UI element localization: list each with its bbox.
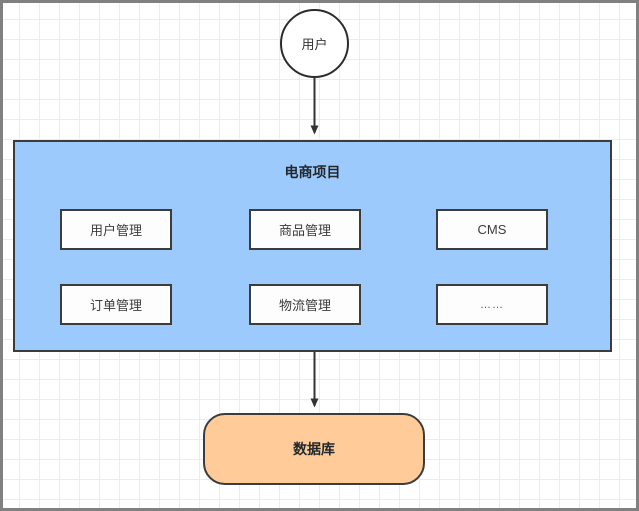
actor-user-label: 用户 [301, 37, 328, 52]
module-box-cms[interactable]: CMS [436, 209, 548, 250]
module-box-product-management[interactable]: 商品管理 [249, 209, 361, 250]
module-label: CMS [477, 222, 507, 237]
module-label: 用户管理 [89, 223, 142, 238]
datastore-database-label: 数据库 [293, 441, 335, 457]
module-label: 订单管理 [89, 298, 142, 313]
container-title: 电商项目 [284, 164, 341, 180]
datastore-database-node[interactable]: 数据库 [203, 413, 425, 485]
module-box-user-management[interactable]: 用户管理 [60, 209, 172, 250]
actor-user-node[interactable]: 用户 [280, 9, 349, 78]
module-label: 物流管理 [278, 298, 331, 313]
module-label: 商品管理 [278, 223, 331, 238]
module-box-order-management[interactable]: 订单管理 [60, 284, 172, 325]
module-box-logistics-management[interactable]: 物流管理 [249, 284, 361, 325]
module-box-more[interactable]: …… [436, 284, 548, 325]
module-label: …… [480, 298, 504, 311]
container-ecommerce-project[interactable]: 电商项目 用户管理 商品管理 CMS 订单管理 物流管理 …… [13, 140, 612, 352]
